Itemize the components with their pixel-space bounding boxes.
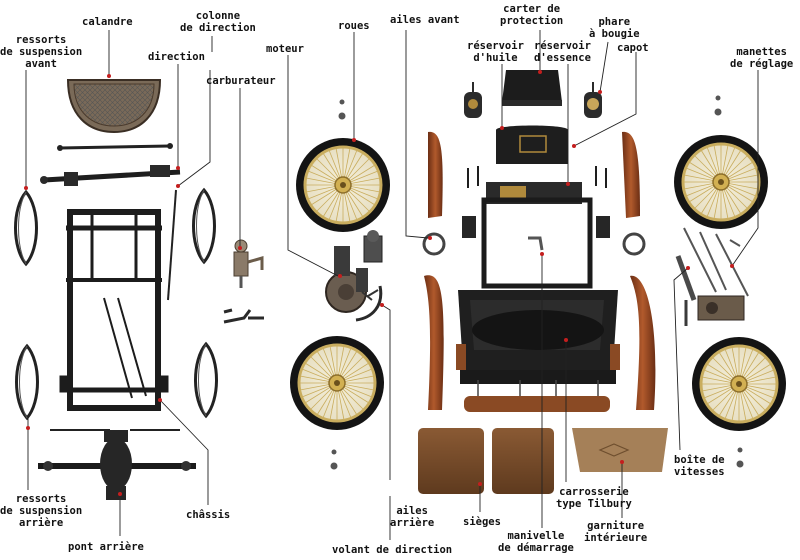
label-carter-line1: carter de [503,3,561,15]
garniture-interieure-part [572,428,668,472]
label-ailes-arriere-line2: arrière [390,517,435,529]
label-moteur: moteur [266,43,304,55]
label-ressorts-avant: ressorts de suspension avant [0,34,82,70]
moteur-part [325,246,368,313]
label-ailes-arriere-line1: ailes [396,505,428,517]
label-manivelle: manivelle de démarrage [498,530,574,554]
tuyaux-part [223,308,264,324]
label-garniture-line2: intérieure [584,532,648,544]
label-ailes-avant: ailes avant [390,14,460,26]
label-huile-line2: d'huile [473,52,518,64]
label-colonne-line1: colonne [195,10,241,22]
label-ressorts-avant-line3: avant [25,58,57,70]
direction-part [40,165,181,186]
label-carter-protection: carter de protection [500,3,563,27]
ailes-arriere-parts [424,275,656,410]
manettes-reglage-parts [683,227,749,297]
label-garniture-interieure: garniture intérieure [584,520,647,544]
label-direction: direction [148,51,205,63]
chassis-frame [59,209,169,411]
manivelle-part [528,236,544,251]
label-huile-line1: réservoir [467,40,524,52]
label-roues: roues [338,20,370,32]
label-carrosserie: carrosserie type Tilbury [556,486,632,510]
label-reservoir-essence: réservoir d'essence [534,40,591,64]
label-pont-arriere: pont arrière [68,541,144,553]
colonne-direction-part [57,143,173,151]
label-essence-line2: d'essence [534,52,591,64]
label-boite-line2: vitesses [674,466,725,478]
label-carburateur: carburateur [206,75,276,87]
label-carter-line2: protection [500,15,564,27]
label-sieges: sièges [463,516,501,528]
label-phare: phare à bougie [589,16,640,40]
carburateur-part [233,239,264,288]
capot-part [496,125,568,164]
sieges-parts [418,428,554,494]
calandre-part [66,79,162,134]
pont-arriere-part [38,430,196,500]
part-markers [24,70,734,496]
carrosserie-part [456,197,620,412]
label-chassis: châssis [186,509,231,521]
tiges-parts [50,189,180,431]
label-boite-line1: boîte de [674,454,725,466]
lanternes-parts [422,216,646,256]
label-ressorts-arriere: ressorts de suspension arrière [0,493,82,529]
label-colonne-direction: colonne de direction [180,10,256,34]
label-ailes-arriere: ailes arrière [390,505,434,529]
hubcaps-parts [330,95,744,470]
boite-vitesses-part [675,255,745,326]
volant-direction-part [355,285,383,322]
label-manettes-line2: de réglage [730,58,794,70]
label-boite-vitesses: boîte de vitesses [674,454,725,478]
label-volant-direction: volant de direction [332,544,453,556]
label-calandre: calandre [82,16,133,28]
label-manivelle-line1: manivelle [507,530,565,542]
reservoir-huile-part [464,82,482,118]
label-phare-line2: à bougie [589,28,640,40]
label-capot: capot [617,42,649,54]
label-manettes-line1: manettes [736,46,787,58]
label-carrosserie-line1: carrosserie [559,486,629,498]
label-ressorts-arriere-line2: de suspension [0,505,83,517]
ailes-avant-parts [428,131,640,218]
label-ressorts-avant-line1: ressorts [15,34,67,46]
label-ressorts-avant-line2: de suspension [0,46,83,58]
label-colonne-line2: de direction [180,22,256,34]
label-garniture-line1: garniture [587,520,645,532]
label-phare-line1: phare [598,16,631,28]
label-ressorts-arriere-line3: arrière [18,517,64,529]
carter-protection-part [502,70,562,106]
label-manivelle-line2: de démarrage [498,542,574,554]
label-manettes-reglage: manettes de réglage [730,46,793,70]
label-carrosserie-line2: type Tilbury [556,498,632,510]
phare-part [584,82,602,118]
label-ressorts-arriere-line1: ressorts [15,493,67,505]
moteur-accessories [361,230,383,301]
label-essence-line1: réservoir [534,40,591,52]
label-reservoir-huile: réservoir d'huile [467,40,524,64]
